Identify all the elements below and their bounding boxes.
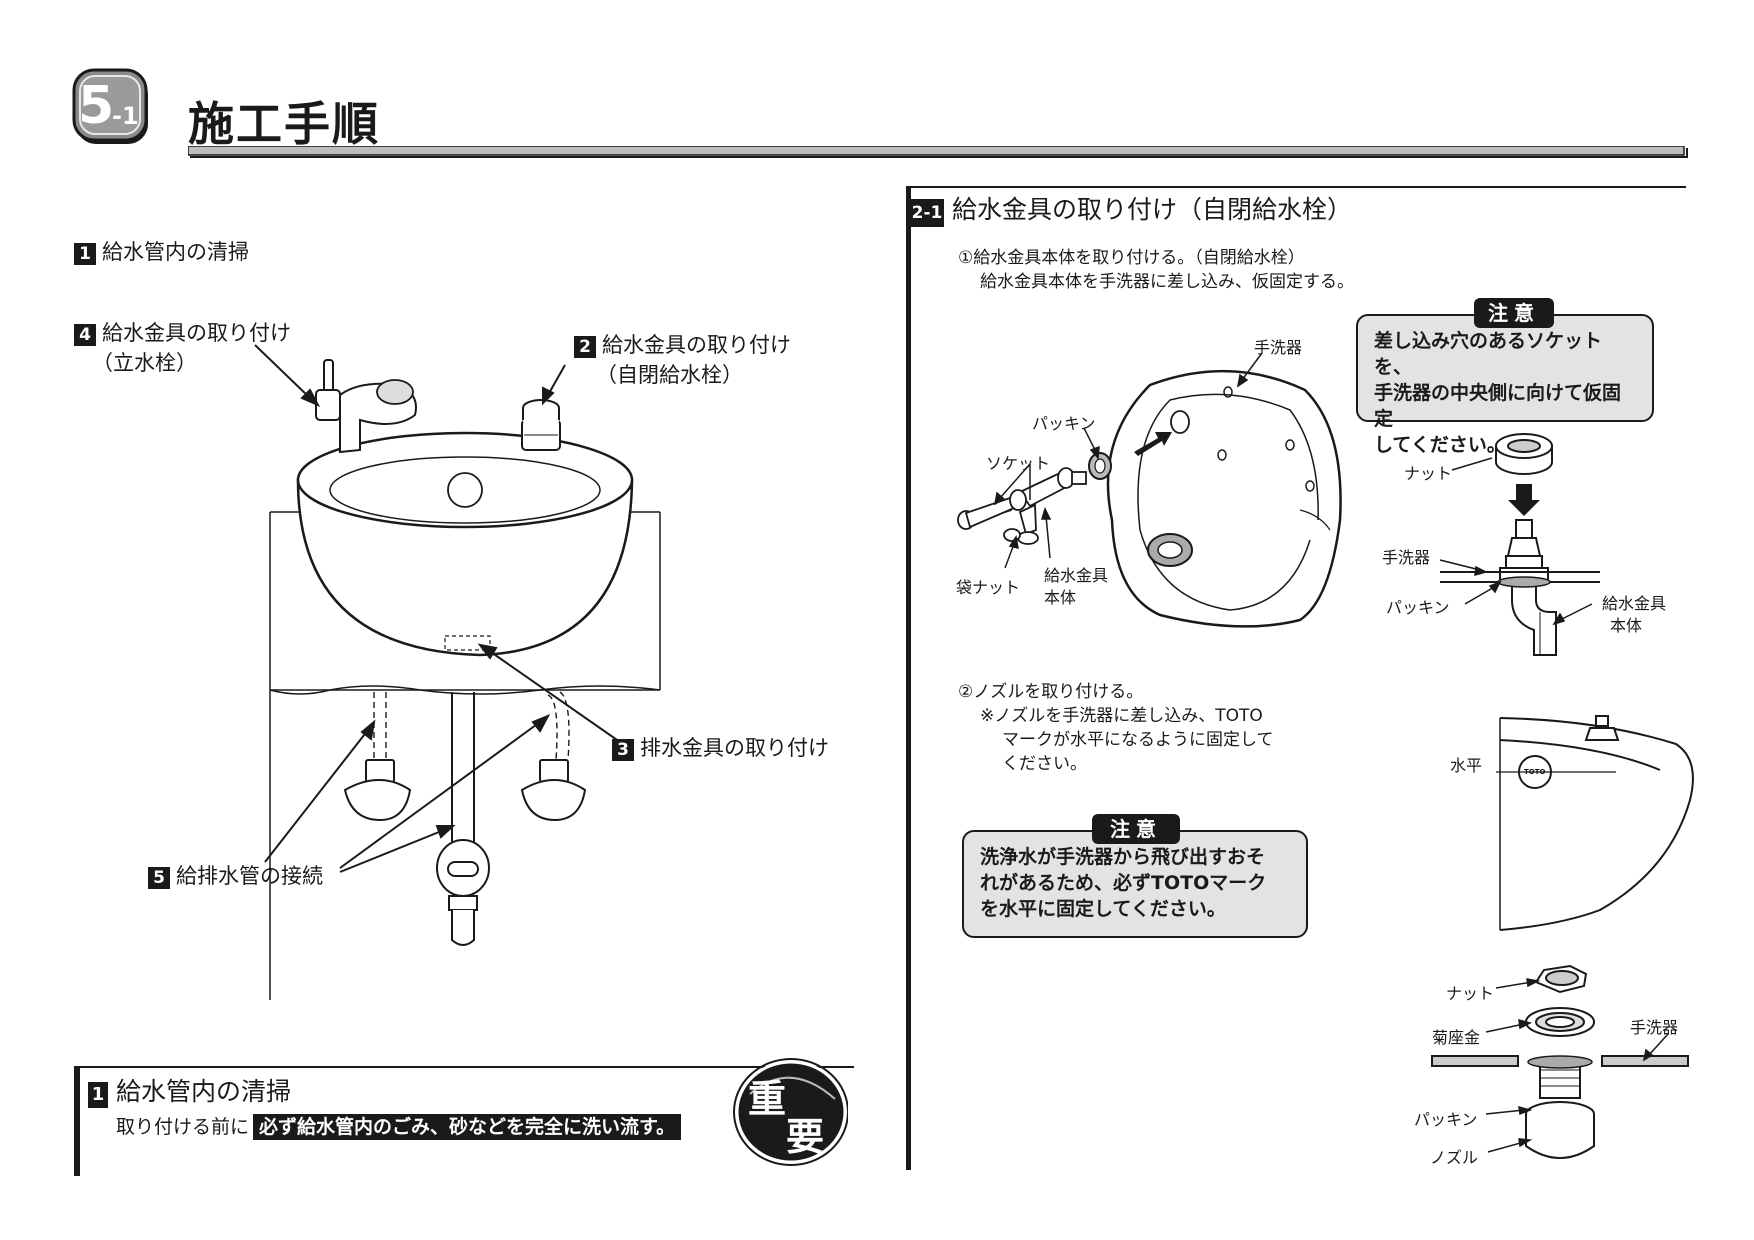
fig1-label-body2: 本体	[1044, 588, 1077, 607]
fig2-label-basin: 手洗器	[1382, 548, 1431, 567]
fig4-label-packing: パッキン	[1414, 1110, 1478, 1129]
fig2-label-nut: ナット	[1404, 464, 1453, 483]
important-badge: 重 要	[730, 1054, 848, 1166]
callout-2-line1: 給水金具の取り付け	[602, 333, 791, 357]
section1-heading: 1 給水管内の清掃	[88, 1072, 291, 1108]
badge-shape	[72, 68, 148, 144]
caution2-line1: 洗浄水が手洗器から飛び出すおそ	[980, 846, 1266, 868]
section1-bar	[74, 1066, 80, 1176]
fig1-label-body1: 給水金具	[1044, 566, 1109, 585]
important-char-2: 要	[786, 1115, 825, 1159]
callout-number-box: 2	[574, 336, 596, 358]
step2-instructions: ②ノズルを取り付ける。 ※ノズルを手洗器に差し込み、TOTO マークが水平になる…	[958, 680, 1274, 776]
fig2-label-body1: 給水金具	[1602, 594, 1667, 613]
caution1-line1: 差し込み穴のあるソケットを、	[1374, 330, 1603, 378]
step1-line1: ①給水金具本体を取り付ける。（自閉給水栓）	[958, 248, 1305, 268]
step1-heading: 1 給水管内の清掃	[74, 236, 249, 266]
callout-4-line1: 給水金具の取り付け	[102, 321, 291, 345]
step1-instructions: ①給水金具本体を取り付ける。（自閉給水栓） 給水金具本体を手洗器に差し込み、仮固…	[958, 246, 1354, 294]
fig1-label-packing: パッキン	[1032, 414, 1096, 433]
caution1-line3: してください。	[1374, 434, 1506, 456]
section-badge: 5 -1	[72, 68, 152, 148]
caution1-line2: 手洗器の中央側に向けて仮固定	[1374, 382, 1622, 430]
fig2-label-packing: パッキン	[1386, 598, 1450, 617]
callout-number-box: 4	[74, 324, 96, 346]
badge-sub: -1	[112, 102, 139, 130]
step-number-box: 1	[74, 243, 96, 265]
right-section-title: 給水金具の取り付け（自閉給水栓）	[952, 195, 1353, 224]
fig3-label-level: 水平	[1450, 756, 1483, 775]
section-number-box: 1	[88, 1082, 108, 1108]
callout-number-box: 3	[612, 739, 634, 761]
callout-5-text: 給排水管の接続	[176, 864, 323, 888]
callout-3: 3 排水金具の取り付け	[612, 732, 829, 762]
callout-3-text: 排水金具の取り付け	[640, 736, 829, 760]
caution2-line3: を水平に固定してください。	[980, 898, 1226, 920]
right-section-rule	[906, 186, 1686, 188]
title-underline	[188, 146, 1688, 158]
fig3-toto-mark: TOTO	[1524, 768, 1546, 776]
basin-installation-diagram	[254, 344, 661, 1000]
section-number-box: 2-1	[910, 199, 944, 227]
caution-box-1: 差し込み穴のあるソケットを、 手洗器の中央側に向けて仮固定 してください。	[1356, 314, 1654, 456]
fig4-label-nut: ナット	[1446, 984, 1495, 1003]
section1-title: 給水管内の清掃	[116, 1077, 292, 1106]
column-divider	[906, 186, 911, 1170]
right-section-heading: 2-1 給水金具の取り付け（自閉給水栓）	[910, 190, 1352, 227]
fig4-label-nozzle: ノズル	[1430, 1148, 1479, 1167]
caution2-line2: れがあるため、必ずTOTOマーク	[980, 872, 1267, 894]
step2-line1: ②ノズルを取り付ける。	[958, 682, 1144, 702]
fig1-label-basin: 手洗器	[1254, 338, 1303, 357]
fig1-label-socket: ソケット	[986, 454, 1051, 473]
callout-2-line2: （自閉給水栓）	[596, 363, 743, 387]
caution-tag-2: 注意	[1092, 814, 1180, 844]
step1-heading-text: 給水管内の清掃	[102, 240, 249, 264]
section1-body: 取り付ける前に必ず給水管内のごみ、砂などを完全に洗い流す。	[116, 1112, 682, 1140]
step2-line2: ※ノズルを手洗器に差し込み、TOTO	[980, 706, 1263, 726]
badge-number: 5	[78, 76, 115, 136]
callout-5: 5 給排水管の接続	[148, 860, 323, 890]
callout-4-line2: （立水栓）	[92, 351, 197, 375]
step2-line4: ください。	[1002, 754, 1087, 774]
callout-4: 4 給水金具の取り付け （立水栓）	[74, 318, 291, 378]
section1-highlight: 必ず給水管内のごみ、砂などを完全に洗い流す。	[253, 1114, 682, 1140]
fig4-label-basin: 手洗器	[1630, 1018, 1679, 1037]
callout-number-box: 5	[148, 867, 170, 889]
callout-2: 2 給水金具の取り付け （自閉給水栓）	[574, 330, 791, 390]
fig1-label-bag-nut: 袋ナット	[956, 578, 1021, 597]
section1-rule	[74, 1066, 854, 1068]
caution-box-2: 洗浄水が手洗器から飛び出すおそ れがあるため、必ずTOTOマーク を水平に固定し…	[962, 830, 1308, 938]
fig2-label-body2: 本体	[1610, 616, 1643, 635]
caution-tag-1: 注意	[1474, 298, 1554, 328]
page-title: 施工手順	[188, 97, 380, 151]
step1-line2: 給水金具本体を手洗器に差し込み、仮固定する。	[980, 272, 1354, 292]
section1-prefix: 取り付ける前に	[116, 1116, 250, 1138]
step2-line3: マークが水平になるように固定して	[1002, 730, 1274, 750]
fig4-label-washer: 菊座金	[1432, 1028, 1481, 1047]
important-char-1: 重	[748, 1077, 787, 1121]
